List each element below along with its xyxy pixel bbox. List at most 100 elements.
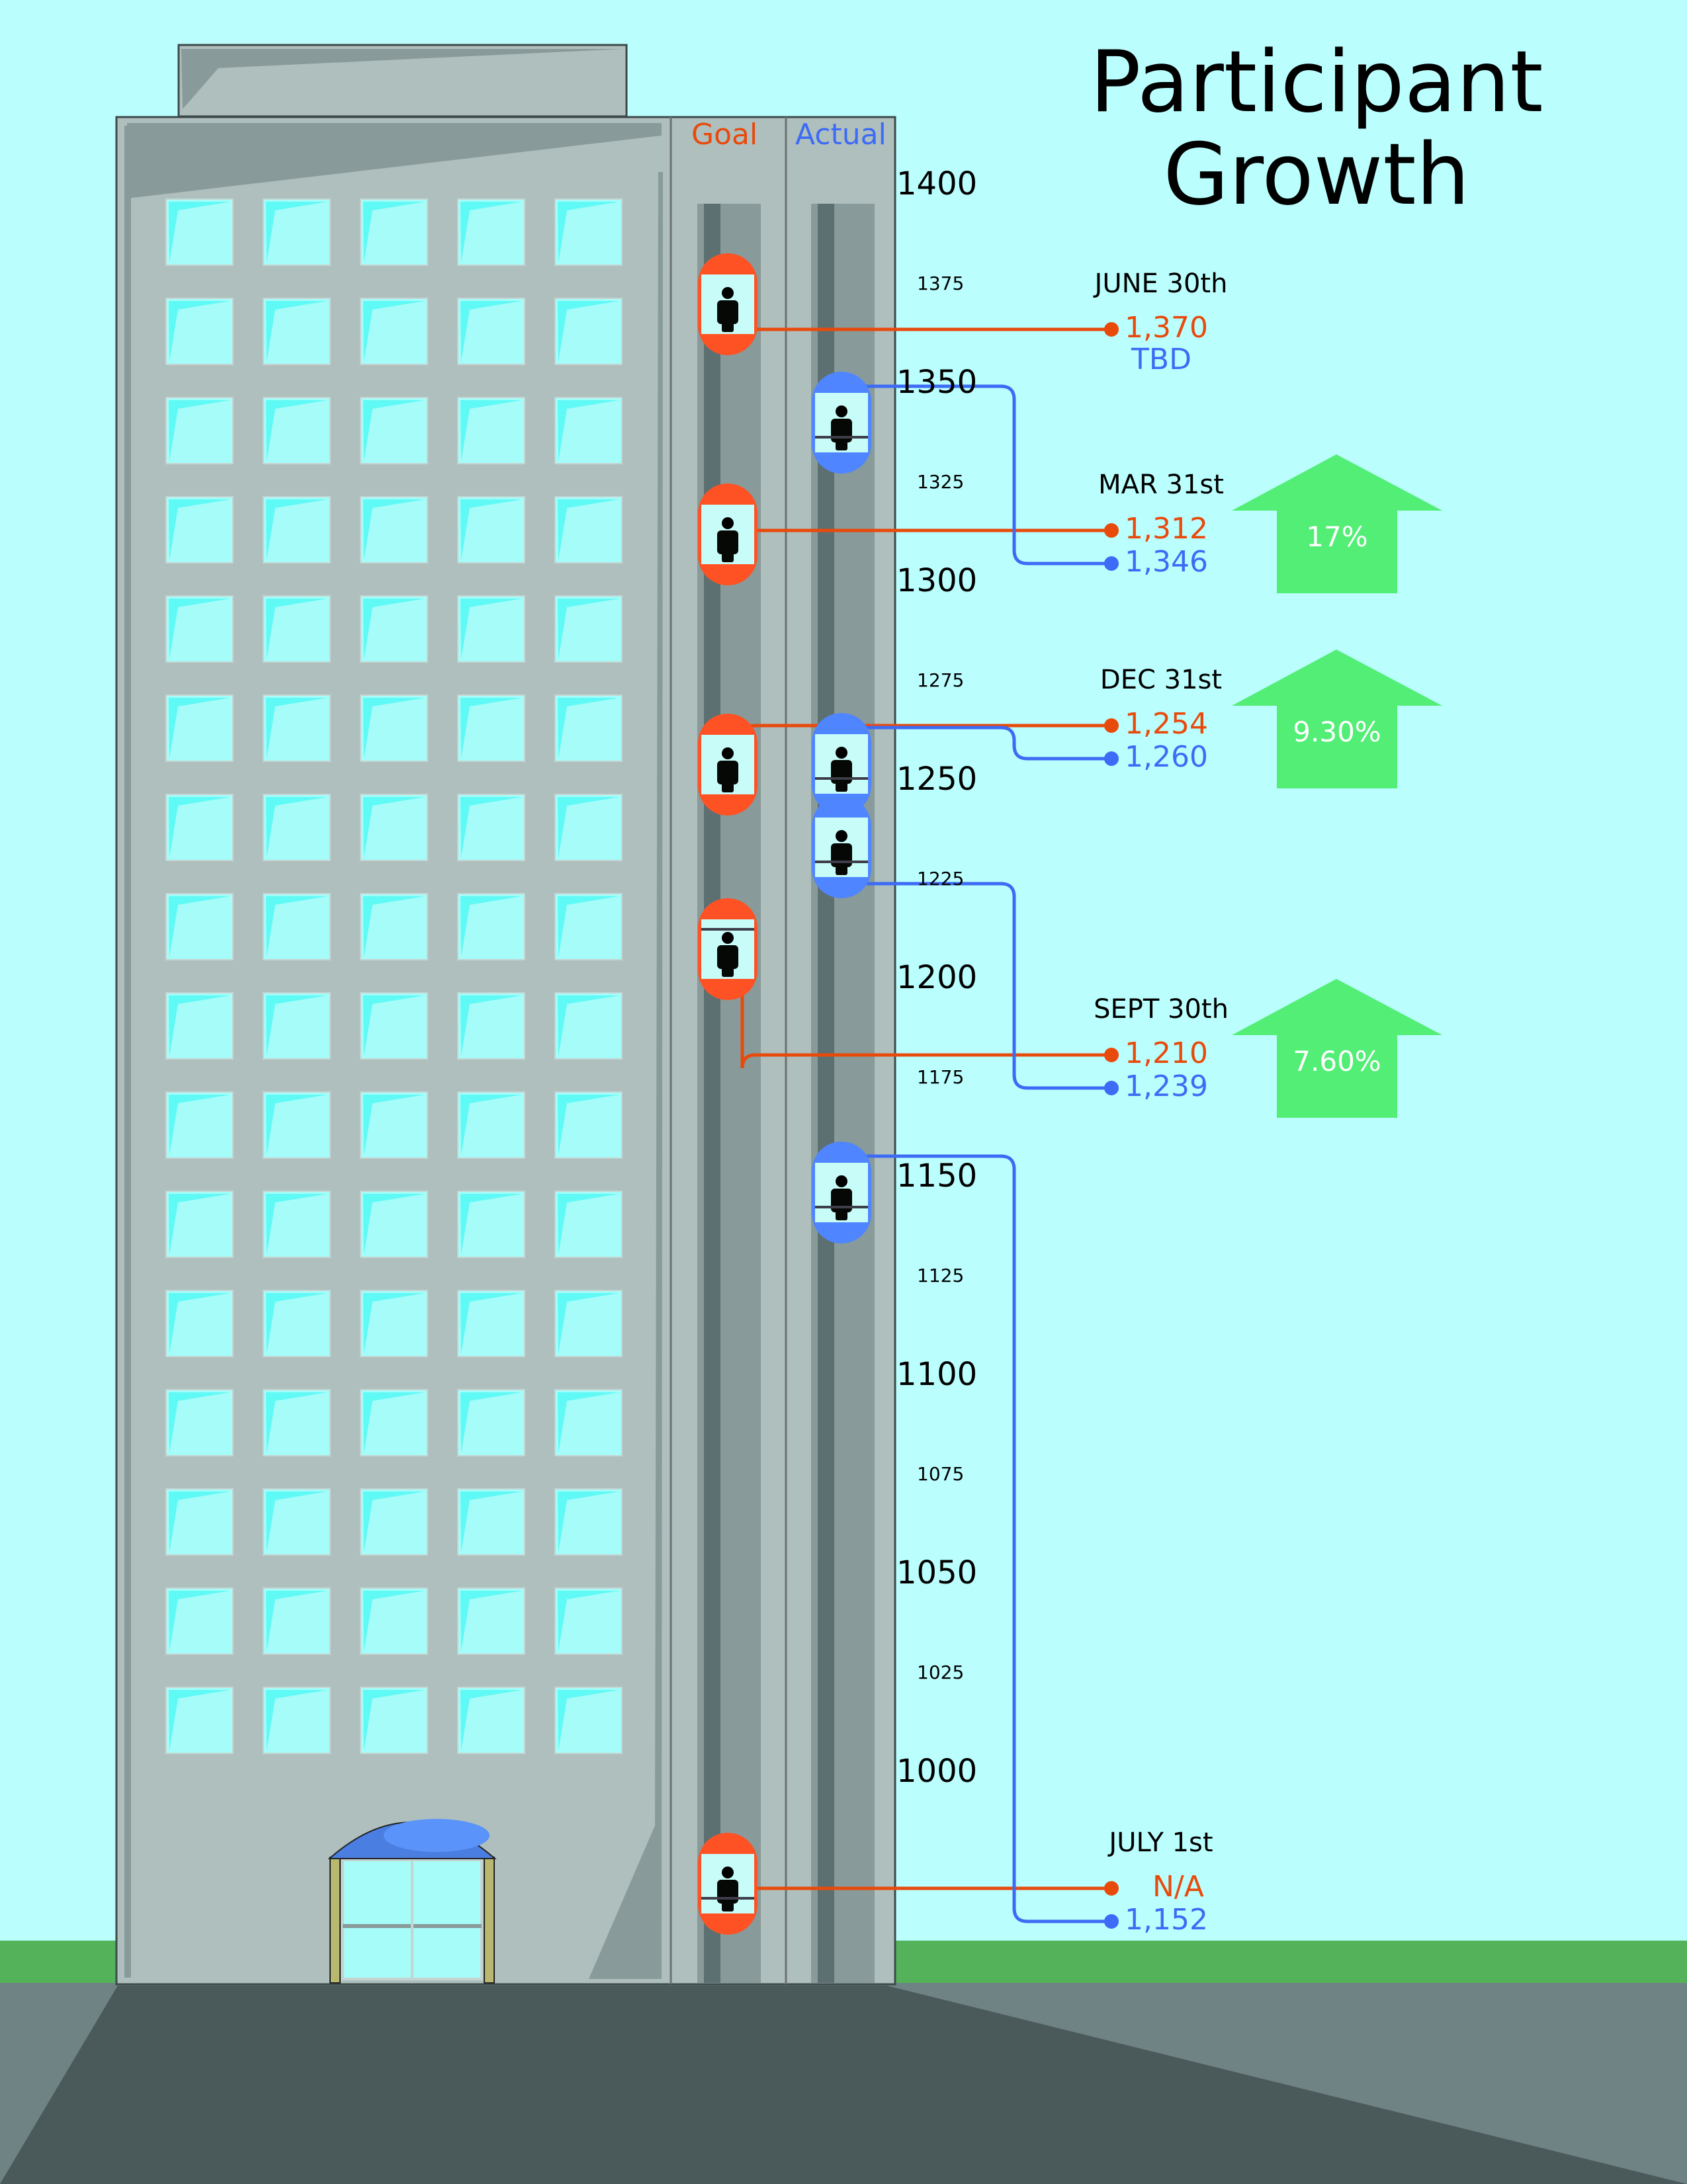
period-date-label: MAR 31st (1098, 470, 1224, 500)
rooftop-shade (181, 49, 623, 109)
actual-elevator-car (812, 1142, 871, 1243)
growth-arrow-icon (1232, 454, 1442, 593)
window-glare (363, 1690, 425, 1751)
goal-value-label: 1,370 (1125, 311, 1208, 345)
person-icon-head (722, 932, 734, 944)
window-glare (363, 1293, 425, 1354)
window-glare (266, 1491, 327, 1552)
goal-elevator-car (698, 714, 757, 816)
actual-value-dot (1104, 1081, 1119, 1095)
window-glare (363, 896, 425, 957)
window-glare (266, 1095, 327, 1155)
window (263, 397, 331, 464)
window (165, 1290, 234, 1357)
window-glare (460, 896, 522, 957)
window-glare (363, 797, 425, 858)
window-glare (460, 400, 522, 461)
growth-arrow-icon (1232, 979, 1442, 1118)
goal-elevator-car (698, 1833, 757, 1935)
actual-connector-line (856, 726, 1111, 761)
window-glare (558, 1095, 619, 1155)
goal-value-dot (1104, 523, 1119, 538)
window-glare (460, 995, 522, 1056)
axis-tick-label-minor: 1325 (917, 471, 965, 493)
actual-connector-line (856, 882, 1111, 1090)
growth-arrow-icon (1232, 650, 1442, 788)
goal-value-label: N/A (1152, 1870, 1204, 1904)
window-glare (169, 599, 230, 659)
growth-percent-label: 17% (1306, 521, 1368, 553)
person-icon-head (722, 517, 734, 529)
window-glare (363, 1491, 425, 1552)
window-glare (558, 995, 619, 1056)
person-icon-head (836, 747, 847, 759)
person-icon-head (722, 287, 734, 299)
building-edge-shade (124, 126, 131, 1978)
window-glare (266, 1392, 327, 1453)
axis-tick-label-minor: 1075 (917, 1463, 965, 1485)
window-glare (363, 301, 425, 362)
person-icon-legs (836, 436, 847, 450)
person-icon-legs (836, 861, 847, 875)
window-glare (363, 1591, 425, 1652)
window-glare (460, 1392, 522, 1453)
window-glare (558, 1690, 619, 1751)
goal-elevator-car (698, 483, 757, 585)
canopy-highlight (384, 1819, 490, 1852)
building-shade (127, 123, 662, 198)
person-icon-head (836, 830, 847, 842)
window-glare (363, 1095, 425, 1155)
goal-value-label: 1,254 (1125, 707, 1208, 741)
goal-value-dot (1104, 718, 1119, 733)
window-glare (460, 202, 522, 263)
chart-title: Participant Growth (1045, 36, 1588, 222)
person-icon-head (722, 1867, 734, 1878)
actual-elevator-car (812, 796, 871, 898)
person-icon-legs (722, 778, 734, 792)
window-glare (169, 499, 230, 560)
axis-tick-label-major: 1250 (896, 761, 978, 798)
window-glare (169, 995, 230, 1056)
goal-value-dot (1104, 322, 1119, 337)
axis-tick-label-major: 1200 (896, 959, 978, 996)
window-glare (266, 202, 327, 263)
actual-value-label: 1,346 (1125, 545, 1208, 579)
person-icon-legs (722, 1897, 734, 1911)
person-icon-legs (722, 548, 734, 562)
actual-column-header: Actual (795, 118, 887, 151)
actual-connector-line (856, 384, 1111, 566)
axis-tick-label-minor: 1225 (917, 868, 965, 890)
window-glare (558, 301, 619, 362)
window-glare (460, 1591, 522, 1652)
actual-elevator-car (812, 372, 871, 474)
entrance (327, 1819, 497, 1984)
axis-tick-label-major: 1350 (896, 364, 978, 401)
actual-value-label: 1,260 (1125, 740, 1208, 774)
window-glare (266, 995, 327, 1056)
period-date-label: SEPT 30th (1094, 994, 1229, 1025)
window-glare (363, 995, 425, 1056)
goal-value-label: 1,210 (1125, 1036, 1208, 1070)
goal-column-header: Goal (691, 118, 758, 151)
door-pillar (329, 1857, 341, 1984)
goal-value-label: 1,312 (1125, 512, 1208, 546)
person-icon-head (836, 405, 847, 417)
window-glare (558, 499, 619, 560)
axis-tick-label-major: 1000 (896, 1753, 978, 1790)
window-glare (460, 599, 522, 659)
title-line-2: Growth (1163, 126, 1470, 224)
window-glare (266, 896, 327, 957)
elevator-rail (704, 204, 720, 1983)
window-glare (558, 1194, 619, 1255)
window-glare (169, 1194, 230, 1255)
growth-percent-label: 9.30% (1293, 716, 1381, 748)
window-glare (266, 1194, 327, 1255)
window-glare (266, 797, 327, 858)
window-glare (169, 1392, 230, 1453)
window-glare (169, 1095, 230, 1155)
window-glare (363, 698, 425, 759)
title-line-1: Participant (1090, 33, 1543, 132)
window-glare (169, 797, 230, 858)
window-glare (266, 1591, 327, 1652)
